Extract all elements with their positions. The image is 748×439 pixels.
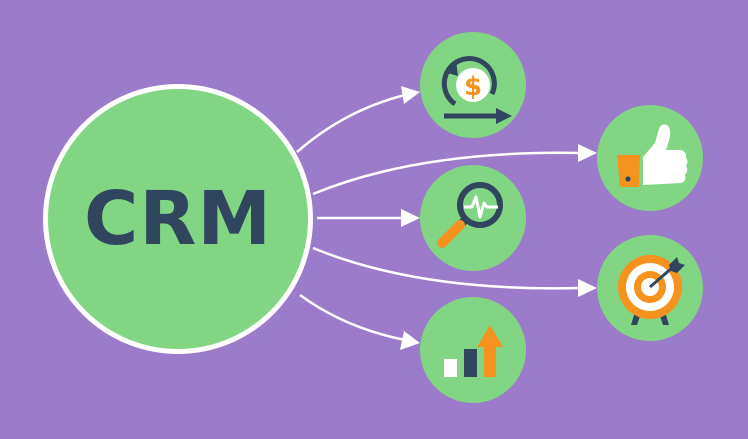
- edge-to-revenue-cycle: [296, 93, 406, 153]
- dollar-cycle-icon: $: [441, 56, 512, 124]
- edge-to-growth: [299, 293, 406, 342]
- node-growth: [420, 297, 526, 403]
- node-targeting: [597, 235, 703, 341]
- edge-to-targeting: [312, 246, 581, 290]
- arrowhead-customer-satisfaction: [578, 144, 597, 162]
- arrowhead-targeting: [578, 279, 597, 297]
- magnifier-pulse-icon: [437, 182, 503, 248]
- edge-to-customer-satisfaction: [312, 151, 581, 196]
- thumbs-up-icon: [617, 124, 688, 187]
- arrowhead-revenue-cycle: [401, 86, 420, 104]
- node-revenue-cycle: $: [420, 32, 526, 138]
- arrowhead-growth: [400, 331, 420, 350]
- bar-chart-growth-icon: [444, 325, 503, 377]
- node-customer-satisfaction: [597, 105, 703, 211]
- crm-label: CRM: [84, 176, 272, 262]
- node-analysis: [420, 165, 526, 271]
- crm-hub-circle: CRM: [43, 84, 313, 354]
- dollar-glyph: $: [464, 72, 482, 102]
- target-dart-icon: [618, 255, 685, 325]
- arrowhead-analysis: [401, 209, 420, 227]
